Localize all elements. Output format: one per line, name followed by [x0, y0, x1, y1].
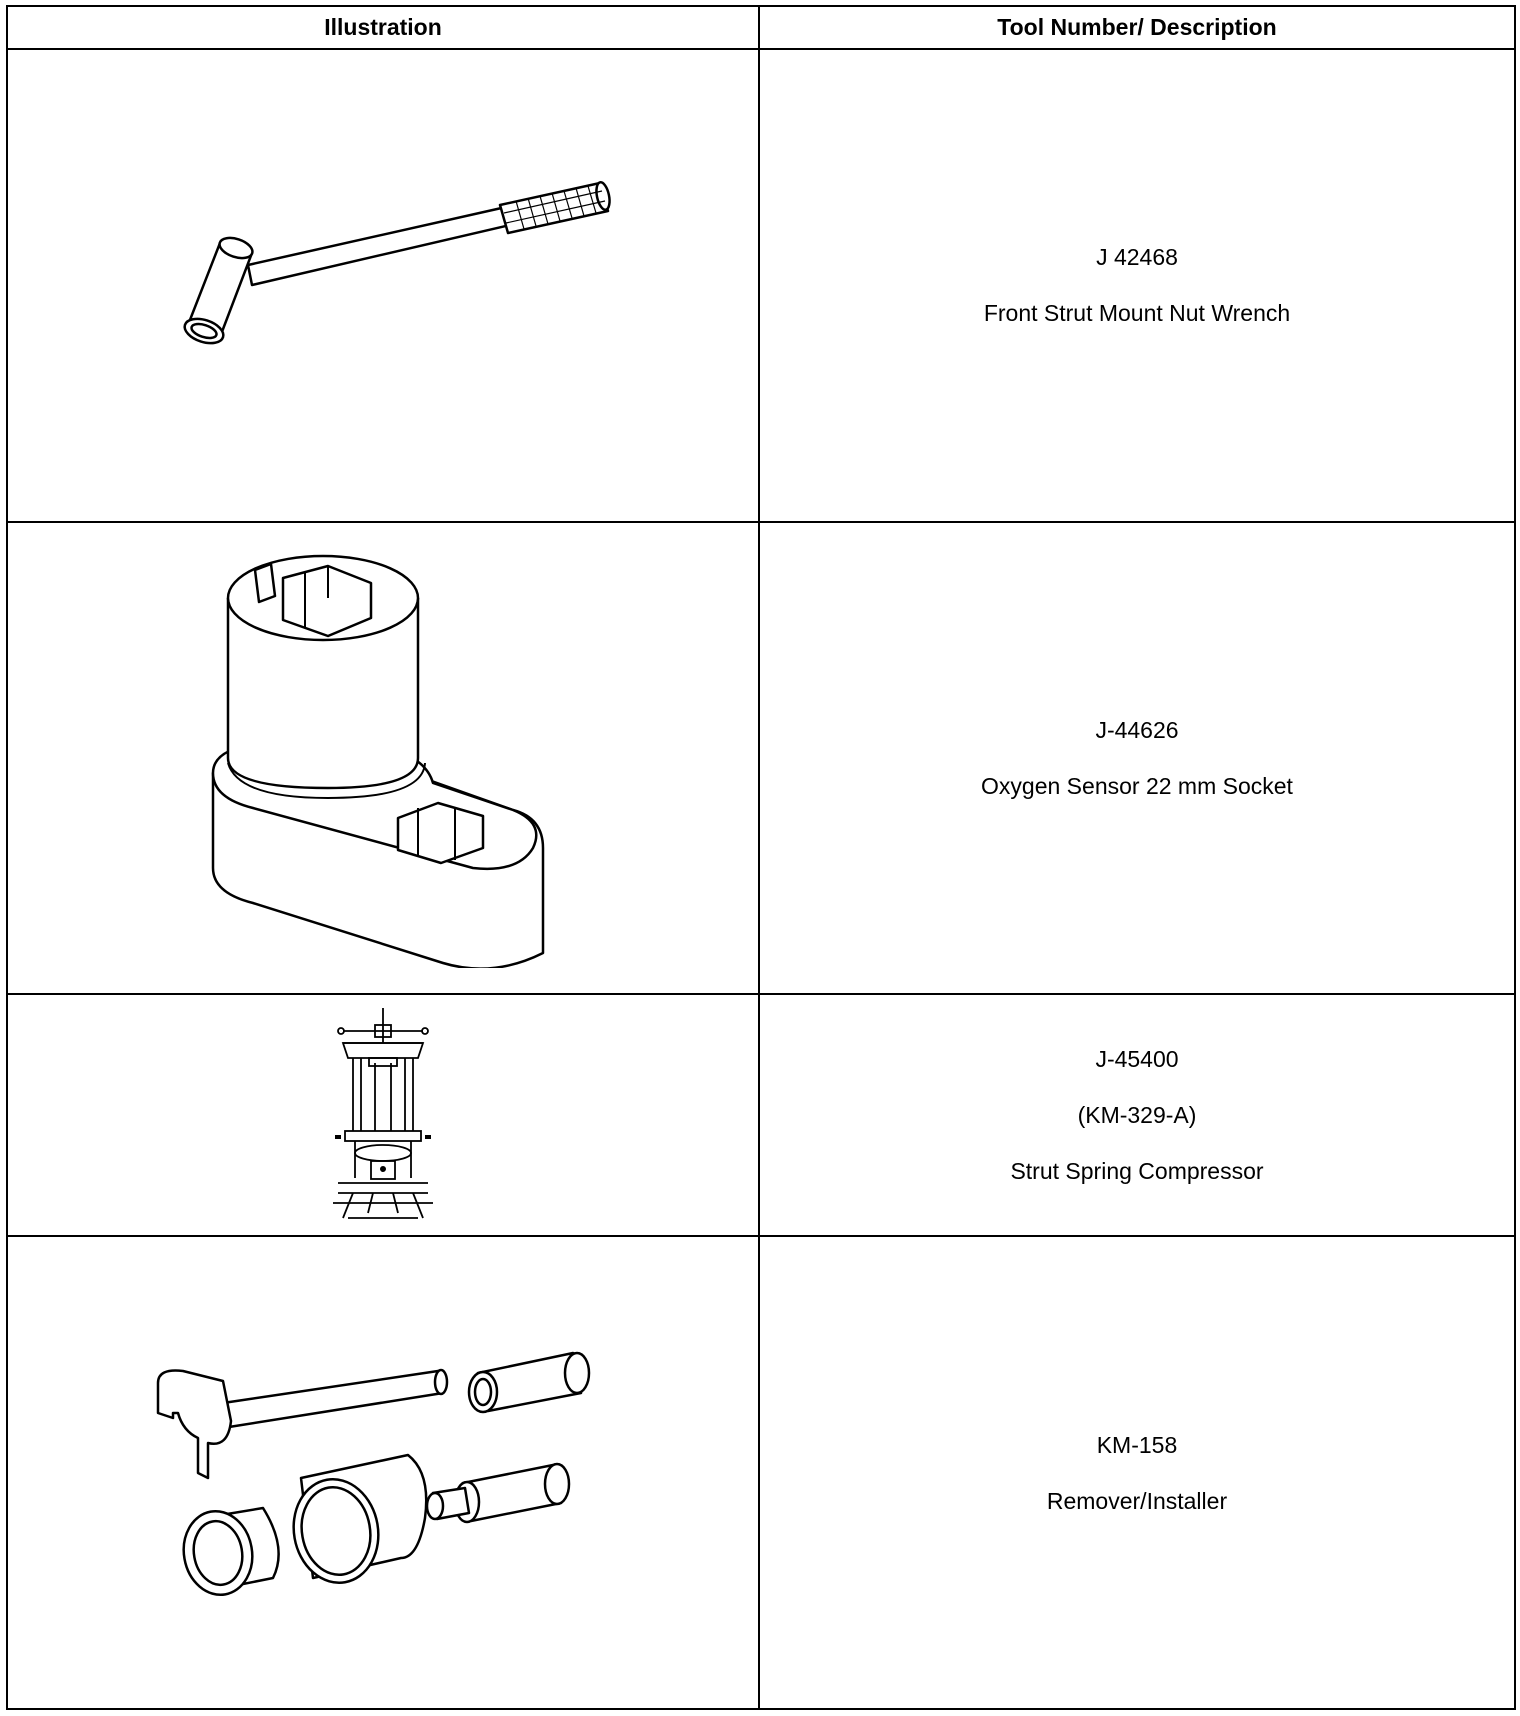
column-header-illustration: Illustration	[6, 5, 760, 50]
illustration-cell	[6, 993, 760, 1238]
illustration-cell	[6, 520, 760, 996]
illustration-cell	[6, 48, 760, 523]
description-cell: J 42468 Front Strut Mount Nut Wrench	[758, 48, 1516, 523]
oxygen-sensor-socket-icon	[211, 554, 545, 968]
tool-number: J-45400	[1095, 1046, 1179, 1073]
tool-number: J-44626	[1095, 716, 1179, 743]
table-row: KM-158 Remover/Installer	[6, 1235, 1516, 1710]
tool-number: KM-158	[1096, 1431, 1178, 1458]
description-cell: KM-158 Remover/Installer	[758, 1235, 1516, 1710]
strut-spring-compressor-icon	[333, 1007, 433, 1219]
special-tools-table: Illustration Tool Number/ Description	[6, 5, 1516, 1710]
table-row: J-45400 (KM-329-A) Strut Spring Compress…	[6, 993, 1516, 1238]
remover-installer-kit-icon	[156, 1351, 591, 1596]
column-header-description: Tool Number/ Description	[758, 5, 1516, 50]
tool-description: Strut Spring Compressor	[1010, 1158, 1264, 1185]
description-cell: J-45400 (KM-329-A) Strut Spring Compress…	[758, 993, 1516, 1238]
tool-description: Remover/Installer	[1046, 1487, 1228, 1514]
table-row: J 42468 Front Strut Mount Nut Wrench	[6, 48, 1516, 523]
illustration-cell	[6, 1235, 760, 1710]
tool-alt-number: (KM-329-A)	[1077, 1102, 1197, 1129]
strut-mount-nut-wrench-icon	[183, 181, 611, 345]
table-header-row: Illustration Tool Number/ Description	[6, 5, 1516, 50]
tool-number: J 42468	[1096, 244, 1178, 271]
tool-description: Front Strut Mount Nut Wrench	[983, 300, 1291, 327]
table-row: J-44626 Oxygen Sensor 22 mm Socket	[6, 520, 1516, 996]
description-cell: J-44626 Oxygen Sensor 22 mm Socket	[758, 520, 1516, 996]
tool-description: Oxygen Sensor 22 mm Socket	[981, 772, 1293, 799]
